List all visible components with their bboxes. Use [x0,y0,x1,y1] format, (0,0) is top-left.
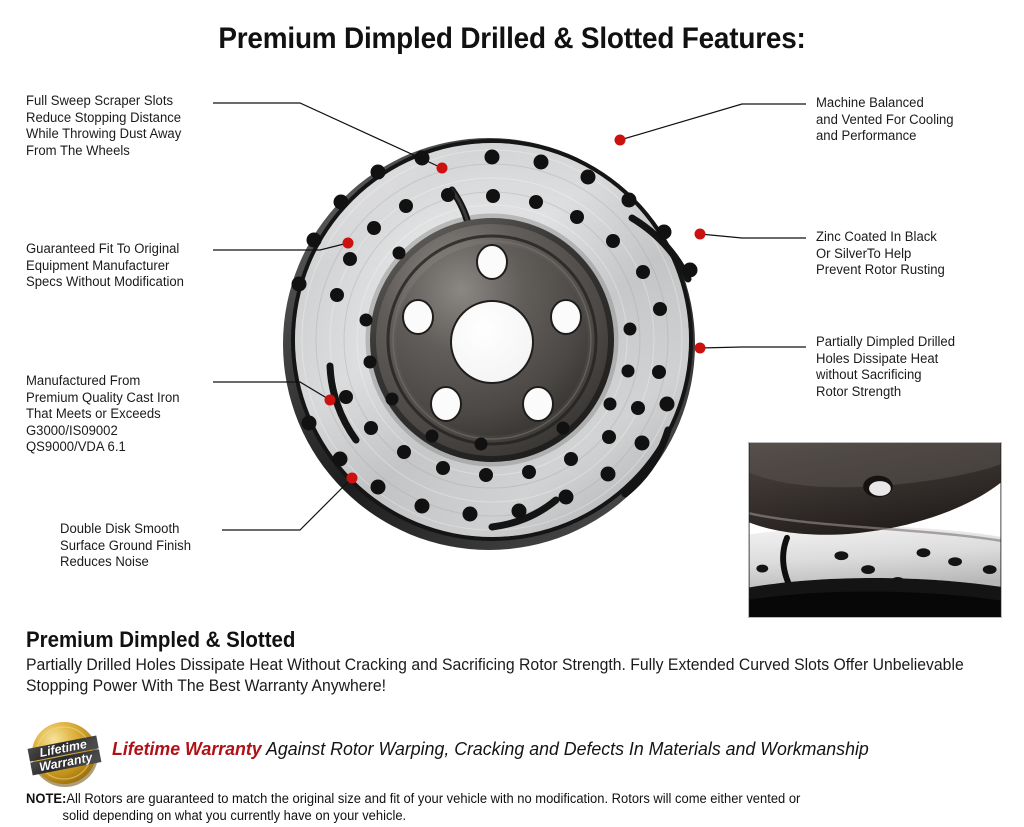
rotor-closeup-illustration [749,443,1001,617]
marker-full-sweep-slots [436,162,448,174]
leader-endpoint-markers [324,134,706,484]
machining-swirl [301,149,683,531]
callout-manufactured-cast-iron: Manufactured From Premium Quality Cast I… [26,373,180,455]
callout-partially-dimpled-drilled: Partially Dimpled Drilled Holes Dissipat… [816,334,955,399]
marker-machine-balanced [614,134,626,146]
page-title: Premium Dimpled Drilled & Slotted Featur… [218,22,806,55]
lug-holes [402,244,582,422]
callout-full-sweep-scraper-slots: Full Sweep Scraper Slots Reduce Stopping… [26,93,182,158]
note-line-1: All Rotors are guaranteed to match the o… [66,791,801,806]
drilled-holes [291,149,698,522]
note-block: NOTE:All Rotors are guaranteed to match … [26,790,976,824]
rotor-closeup-inset [748,442,1002,618]
lifetime-warranty-badge: Lifetime Warranty [27,722,102,787]
marker-double-disk [346,472,358,484]
warranty-highlight: Lifetime Warranty [112,738,262,759]
marker-partially-dimpled [694,342,706,354]
callout-double-disk-smooth: Double Disk Smooth Surface Ground Finish… [60,521,192,570]
warranty-statement: Lifetime Warranty Against Rotor Warping,… [112,738,869,760]
marker-guaranteed-fit [342,237,354,249]
warranty-row: Lifetime Warranty Lifetime Warranty Agai… [26,716,1016,787]
bottom-body-text: Partially Drilled Holes Dissipate Heat W… [26,656,964,695]
note-label: NOTE: [26,791,67,806]
callout-machine-balanced: Machine Balanced and Vented For Cooling … [816,95,954,144]
marker-cast-iron [324,394,336,406]
leader-lines [213,102,806,531]
callout-guaranteed-fit: Guaranteed Fit To Original Equipment Man… [26,241,184,290]
brake-rotor-illustration [283,138,695,550]
callout-zinc-coated: Zinc Coated In Black Or SilverTo Help Pr… [816,229,945,278]
warranty-rest: Against Rotor Warping, Cracking and Defe… [261,738,869,759]
note-line-2: solid depending on what you currently ha… [62,808,407,823]
bottom-heading: Premium Dimpled & Slotted [26,627,296,652]
marker-zinc-coated [694,228,706,240]
